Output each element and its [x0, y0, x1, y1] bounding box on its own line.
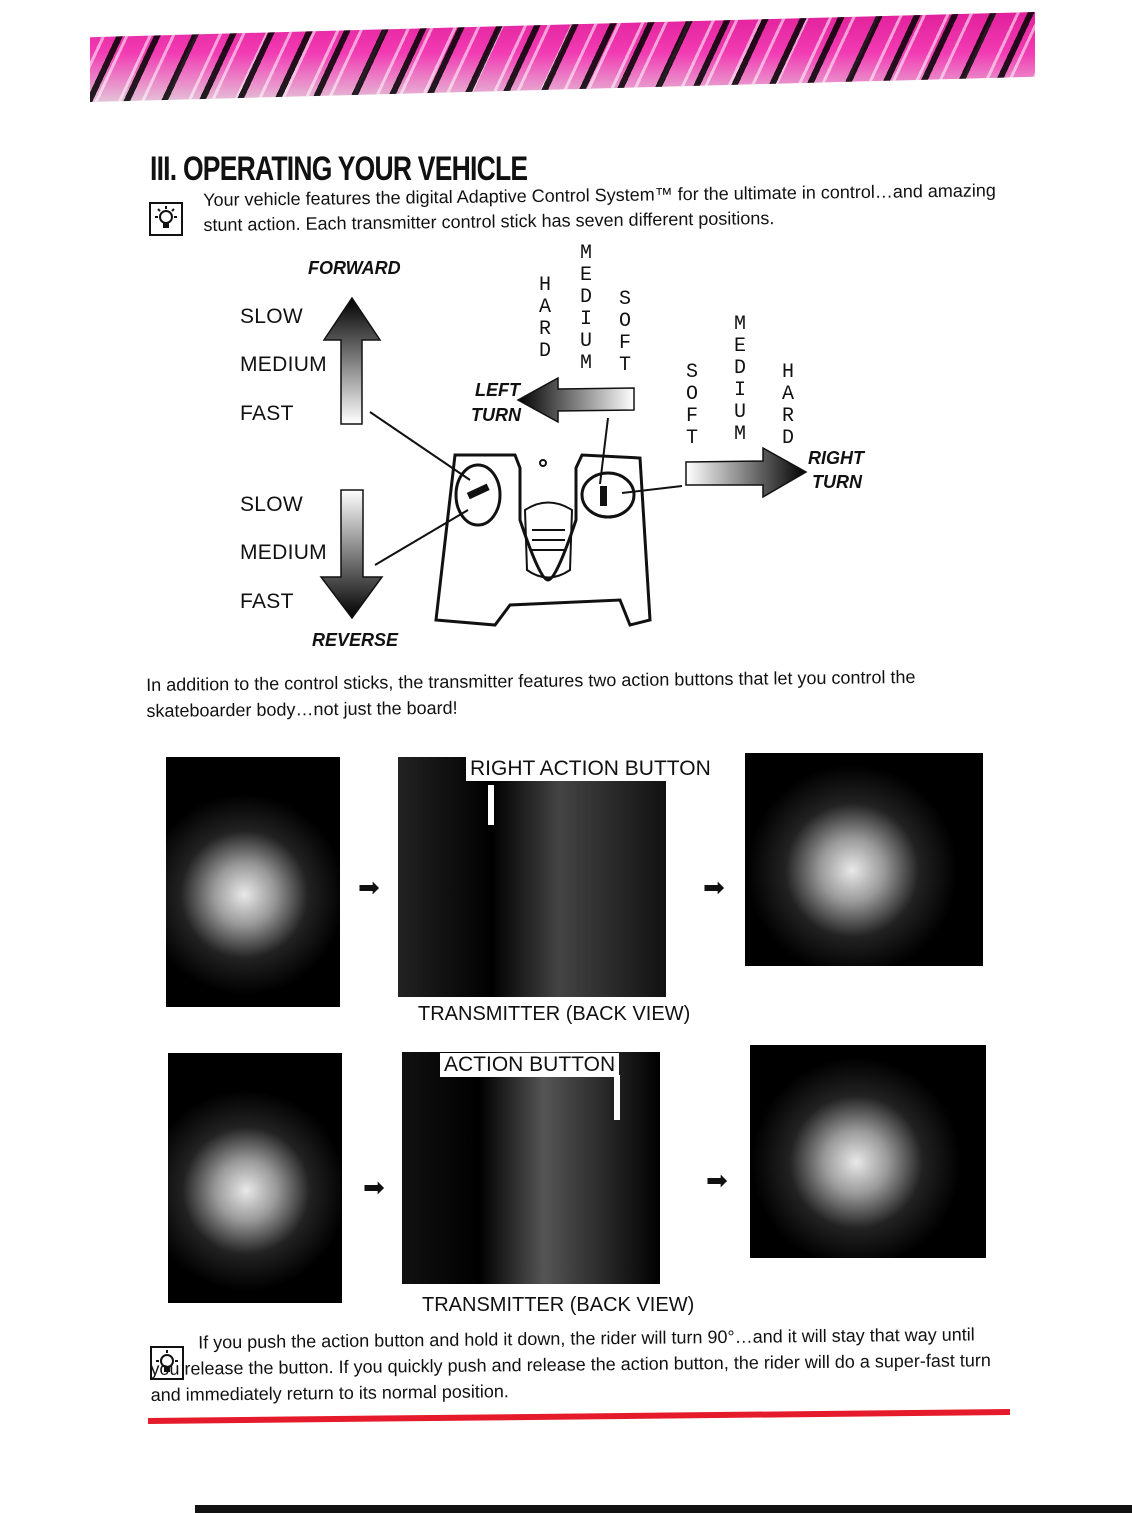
next-arrow-icon: ➡	[706, 1165, 728, 1196]
tip-text: If you push the action button and hold i…	[150, 1321, 1001, 1408]
transmitter-back-photo-2	[402, 1052, 660, 1284]
next-arrow-icon: ➡	[363, 1172, 385, 1203]
next-arrow-icon: ➡	[358, 872, 380, 903]
right-turn-arrow	[686, 448, 806, 497]
skater-before-photo-2	[168, 1053, 342, 1303]
left-turn-label-1: LEFT	[475, 380, 520, 401]
left-hard-label: HARD	[536, 275, 554, 363]
right-medium-label: MEDIUM	[731, 314, 749, 446]
left-turn-arrow	[518, 378, 634, 422]
right-soft-label: SOFT	[683, 362, 701, 450]
reverse-arrow	[321, 490, 382, 618]
pointer-arrow	[614, 1075, 620, 1120]
skater-after-photo-1	[745, 753, 983, 966]
bottom-border	[195, 1505, 1132, 1513]
right-turn-label-2: TURN	[812, 472, 862, 493]
left-soft-label: SOFT	[616, 289, 634, 377]
next-arrow-icon: ➡	[703, 872, 725, 903]
left-turn-label-2: TURN	[471, 405, 521, 426]
transmitter-caption-2: TRANSMITTER (BACK VIEW)	[422, 1294, 694, 1317]
action-buttons-paragraph: In addition to the control sticks, the t…	[146, 663, 1006, 724]
red-divider	[148, 1409, 1010, 1424]
control-diagram	[0, 0, 1132, 680]
forward-arrow	[324, 298, 380, 424]
skater-before-photo-1	[166, 757, 340, 1007]
left-action-button-label: ACTION BUTTON	[440, 1053, 619, 1077]
right-action-button-label: RIGHT ACTION BUTTON	[466, 757, 715, 781]
right-turn-label-1: RIGHT	[808, 448, 864, 469]
transmitter-drawing	[436, 455, 650, 625]
skater-after-photo-2	[750, 1045, 986, 1258]
transmitter-caption-1: TRANSMITTER (BACK VIEW)	[418, 1003, 690, 1026]
left-medium-label: MEDIUM	[577, 243, 595, 375]
transmitter-back-photo-1	[398, 757, 666, 997]
right-hard-label: HARD	[779, 362, 797, 450]
pointer-arrow	[488, 785, 494, 825]
